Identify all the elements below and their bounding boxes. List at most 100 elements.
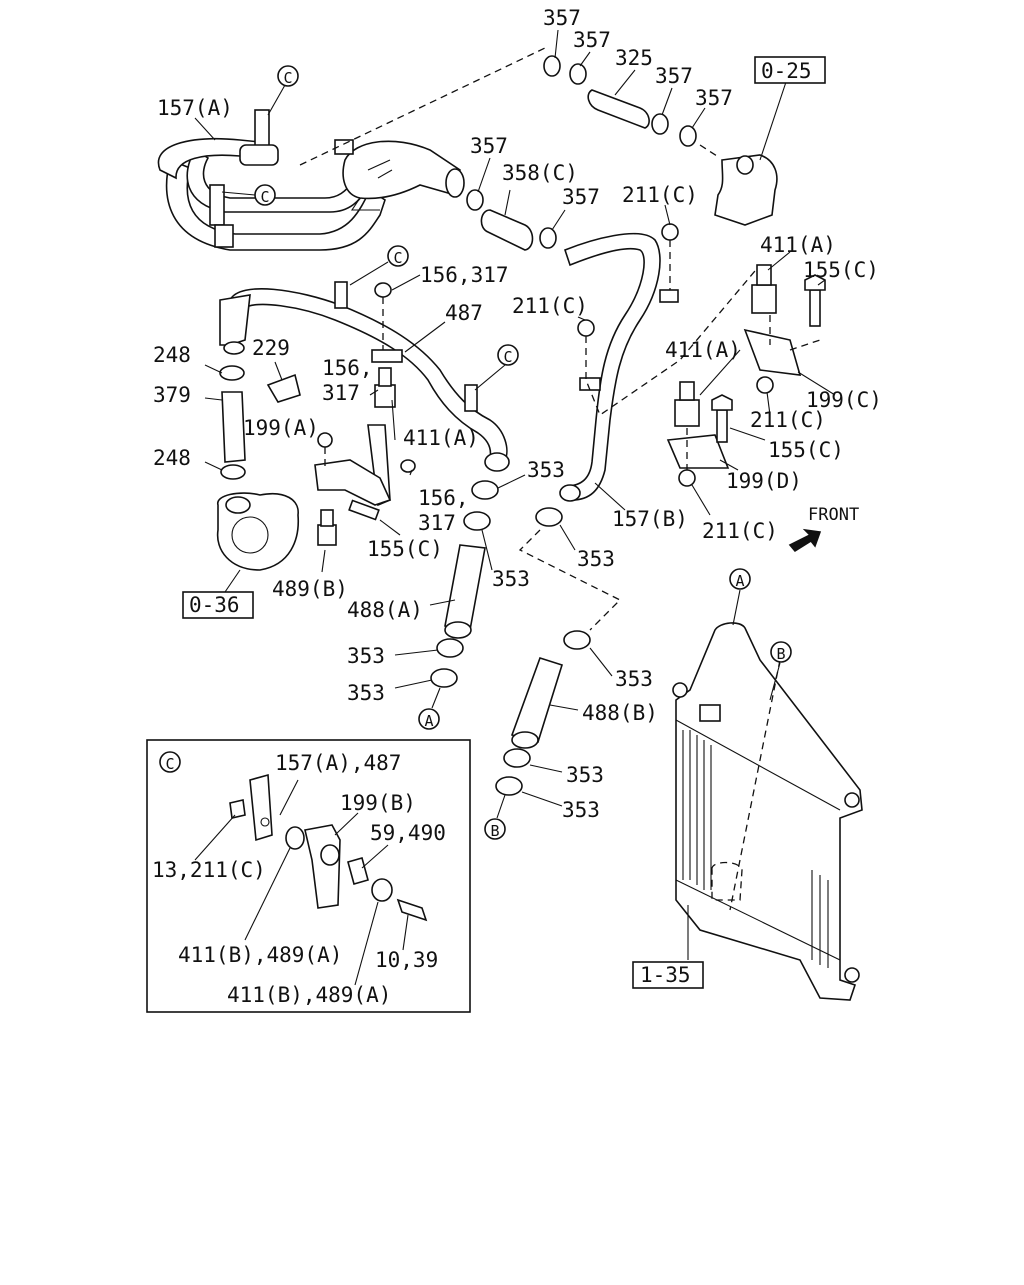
leader-353g — [529, 764, 563, 773]
leader-156-317-b — [369, 389, 379, 396]
leader-156-b — [409, 469, 413, 476]
label-357: 357 — [573, 28, 611, 52]
intercooler-outlet-port — [711, 861, 743, 901]
intercooler-core-edges — [675, 719, 841, 961]
label-199a: 199(A) — [243, 416, 319, 440]
callout-c-2: C — [260, 188, 269, 206]
inset-nut-211c — [229, 799, 246, 819]
leader-lines — [194, 29, 836, 819]
callout-c-4: C — [503, 348, 512, 366]
label-211c: 211(C) — [512, 294, 588, 318]
leader-b-top — [769, 662, 781, 701]
label-353: 353 — [562, 798, 600, 822]
inset-label-10-39: 10,39 — [375, 948, 438, 972]
label-358c: 358(C) — [502, 161, 578, 185]
clamp-357-row — [543, 55, 697, 147]
manifold-outlet — [445, 168, 465, 198]
label-357: 357 — [470, 134, 508, 158]
bracket-199a — [314, 459, 392, 506]
label-488a: 488(A) — [347, 598, 423, 622]
leader-dash-top — [299, 47, 546, 166]
turbo-housing-detail — [231, 516, 269, 554]
ref-box-0-36 — [182, 591, 254, 619]
leader-487 — [404, 321, 446, 353]
leader-211c-a — [664, 204, 671, 226]
bracket-199c — [743, 328, 802, 376]
clamp-353-g — [503, 748, 531, 768]
leader-211c-b — [577, 316, 586, 321]
clamp-353-e — [535, 507, 563, 527]
callout-a-circle-bottom — [418, 708, 440, 730]
label-211c: 211(C) — [750, 408, 826, 432]
callout-c-circle-1 — [277, 65, 299, 87]
pipe-157b-bracket-top — [659, 289, 679, 303]
label-229: 229 — [252, 336, 290, 360]
label-199c: 199(C) — [806, 388, 882, 412]
inset-leader-411b-1 — [244, 847, 291, 941]
clip-bracket-c3 — [334, 281, 348, 309]
inset-label-199b: 199(B) — [340, 791, 416, 815]
stud-411a-1 — [756, 264, 772, 286]
pipe-157b — [564, 232, 661, 501]
leader-411a-b — [391, 399, 396, 441]
center-hose-assembly — [430, 480, 622, 796]
leader-c2 — [221, 191, 256, 196]
label-0-36: 0-36 — [189, 593, 240, 617]
ref-box-1-35 — [632, 961, 704, 989]
leader-411a-a — [767, 251, 791, 271]
label-199d: 199(D) — [726, 469, 802, 493]
callout-a-top: A — [735, 572, 744, 590]
right-mount-brackets — [666, 264, 826, 487]
ref-box-0-25 — [754, 56, 826, 84]
pipe-157b-bracket-mid — [579, 377, 601, 391]
leader-dash-mount-2 — [789, 339, 821, 351]
intercooler-mount-right — [844, 792, 860, 808]
label-357: 357 — [695, 86, 733, 110]
label-487: 487 — [445, 301, 483, 325]
intercooler-fins-right — [811, 870, 829, 968]
intercooler-mount-left — [672, 682, 688, 698]
leader-211c-c — [766, 391, 771, 416]
clamp-357-2 — [569, 63, 587, 85]
leader-325 — [614, 69, 636, 96]
intake-manifold-elbow — [342, 140, 461, 200]
leader-157a — [194, 117, 216, 141]
label-353: 353 — [492, 567, 530, 591]
clamp-353-f — [563, 630, 591, 650]
clip-bracket-c2 — [209, 184, 225, 226]
label-357: 357 — [562, 185, 600, 209]
leader-156-317 — [391, 274, 421, 291]
label-211c: 211(C) — [702, 519, 778, 543]
inset-grommet-411b-2 — [371, 878, 393, 902]
leader-357c — [661, 87, 673, 116]
hose-325 — [587, 89, 650, 129]
stud-411a-2 — [679, 381, 695, 401]
leader-dash-bracket — [585, 264, 761, 416]
label-353: 353 — [577, 547, 615, 571]
pipe-157b-end — [559, 484, 581, 502]
leader-a-bot — [431, 687, 441, 709]
leader-0-25 — [759, 81, 787, 161]
inset-grommet-411b — [285, 826, 305, 850]
clamp-357-6 — [539, 227, 557, 249]
inset-detail-c: C 157(A),487 199(B) 59,490 13,211(C) 411… — [146, 739, 471, 1013]
intercooler-body — [675, 622, 863, 1001]
manifold-bracket — [350, 197, 380, 211]
leader-357d — [691, 107, 706, 129]
leader-488b — [549, 704, 579, 711]
leader-353e — [394, 679, 433, 689]
label-411a: 411(A) — [760, 233, 836, 257]
nut-199a — [317, 432, 333, 448]
clip-block — [214, 224, 234, 248]
callout-a-circle-top — [729, 568, 751, 590]
manifold-tab — [334, 139, 354, 155]
label-411a: 411(A) — [403, 426, 479, 450]
pipe-487-assembly — [219, 281, 510, 546]
clamp-353-a — [471, 480, 499, 500]
clamp-248-top — [219, 365, 245, 381]
label-353: 353 — [347, 644, 385, 668]
inset-leader-157a-487 — [279, 779, 299, 816]
clamp-357-5 — [466, 189, 484, 211]
clamp-357-1 — [543, 55, 561, 77]
inset-c-label: C — [165, 755, 174, 773]
